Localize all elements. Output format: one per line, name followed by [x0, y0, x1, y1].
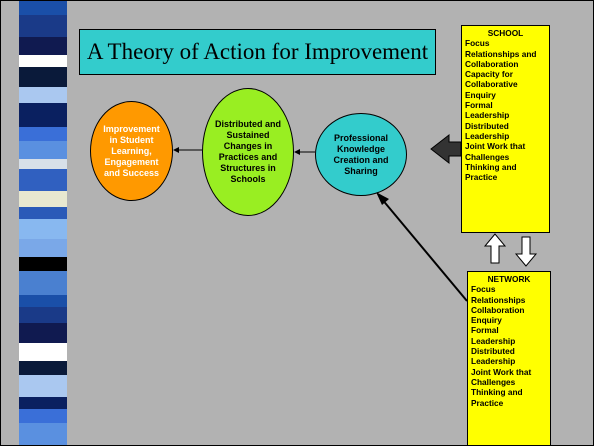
network-line: Distributed	[471, 346, 515, 357]
school-line: Collaborative	[465, 79, 518, 90]
network-line: Relationships	[471, 294, 526, 305]
network-line: Focus	[471, 284, 496, 295]
page-title: A Theory of Action for Improvement	[86, 39, 429, 64]
school-line: Collaboration	[465, 58, 519, 69]
stripe	[19, 87, 67, 103]
network-line: Thinking and	[471, 387, 523, 398]
stripe	[19, 159, 67, 169]
school-line: Focus	[465, 38, 490, 49]
stripe	[19, 307, 67, 323]
school-line: Challenges	[465, 151, 510, 162]
stripe	[19, 67, 67, 87]
decorative-stripe-bar	[19, 1, 67, 445]
arrowhead-professional	[376, 192, 389, 205]
stripe	[19, 423, 67, 445]
network-line: Challenges	[471, 376, 516, 387]
stripe	[19, 295, 67, 307]
arrow-network-to-professional	[380, 197, 468, 302]
block-arrow-school-to-professional	[430, 133, 462, 165]
stripe	[19, 361, 67, 375]
stripe	[19, 37, 67, 55]
stripe	[19, 397, 67, 409]
school-line: Enquiry	[465, 89, 496, 100]
school-line: Capacity for	[465, 69, 513, 80]
network-header: NETWORK	[487, 274, 531, 284]
arrowhead-improvement	[173, 147, 179, 153]
stripe	[19, 55, 67, 67]
school-line: Thinking and	[465, 161, 517, 172]
network-line: Enquiry	[471, 315, 502, 326]
school-line: Joint Work that	[465, 141, 526, 152]
arrowhead-distributed	[294, 149, 300, 155]
stripe	[19, 1, 67, 15]
distributed-changes-ellipse: Distributed and Sustained Changes in Pra…	[202, 88, 294, 216]
improvement-ellipse: Improvement in Student Learning, Engagem…	[90, 101, 173, 201]
stripe	[19, 127, 67, 141]
distributed-changes-label: Distributed and Sustained Changes in Pra…	[214, 119, 281, 184]
network-line: Leadership	[471, 356, 516, 367]
stripe	[19, 103, 67, 127]
school-line: Practice	[465, 172, 498, 183]
school-line: Relationships and	[465, 48, 537, 59]
stripe	[19, 257, 67, 271]
network-box: NETWORK Focus Relationships Collaboratio…	[467, 271, 551, 445]
stripe	[19, 409, 67, 423]
school-line: Leadership	[465, 130, 510, 141]
stripe	[19, 323, 67, 343]
network-line: Formal	[471, 325, 499, 336]
title-box: A Theory of Action for Improvement	[79, 29, 436, 75]
school-line: Leadership	[465, 110, 510, 121]
school-box: SCHOOL Focus Relationships and Collabora…	[461, 25, 550, 233]
network-line: Collaboration	[471, 304, 525, 315]
stripe	[19, 343, 67, 361]
network-line: Leadership	[471, 335, 516, 346]
network-line: Practice	[471, 397, 504, 408]
network-line: Joint Work that	[471, 366, 532, 377]
stripe	[19, 375, 67, 397]
stripe	[19, 15, 67, 37]
school-header: SCHOOL	[487, 28, 524, 38]
stripe	[19, 271, 67, 295]
stripe	[19, 219, 67, 239]
school-line: Distributed	[465, 120, 509, 131]
stripe	[19, 141, 67, 159]
stripe	[19, 169, 67, 191]
stripe	[19, 191, 67, 207]
improvement-label: Improvement in Student Learning, Engagem…	[103, 123, 160, 178]
professional-knowledge-label: Professional Knowledge Creation and Shar…	[333, 132, 389, 176]
stripe	[19, 207, 67, 219]
hollow-down-arrow	[514, 236, 538, 267]
stripe	[19, 239, 67, 257]
hollow-up-arrow	[483, 233, 507, 264]
professional-knowledge-ellipse: Professional Knowledge Creation and Shar…	[315, 113, 407, 196]
school-line: Formal	[465, 100, 493, 111]
